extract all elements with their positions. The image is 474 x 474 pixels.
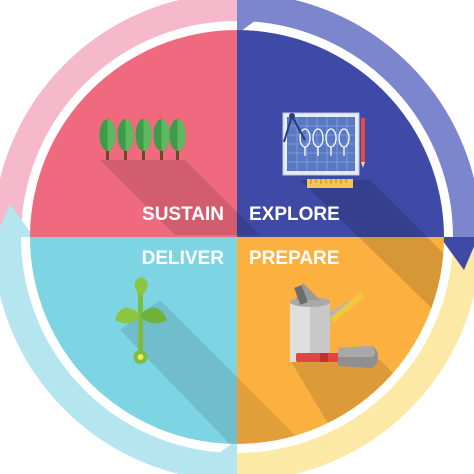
label-explore: EXPLORE xyxy=(249,204,340,225)
ring-arc-bottom-right xyxy=(236,236,474,474)
quadrants xyxy=(30,30,444,444)
ring-arrow-left xyxy=(0,204,34,237)
ring-arc-bottom-left xyxy=(0,236,238,474)
sustain-icon-shadow xyxy=(100,160,260,235)
label-deliver: DELIVER xyxy=(142,248,225,269)
ring-arrow-bottom xyxy=(204,440,237,474)
ring-arrow-right xyxy=(440,237,474,270)
ring-arc-top-left xyxy=(0,0,238,238)
ring-arrow-top xyxy=(237,0,270,34)
trees-icon xyxy=(99,119,186,160)
garden-tools-icon xyxy=(290,283,378,368)
blueprint-icon xyxy=(282,112,365,188)
deliver-icon-shadow xyxy=(120,300,300,444)
label-sustain: SUSTAIN xyxy=(142,204,224,225)
sprout-icon xyxy=(115,277,167,364)
explore-icon-shadow xyxy=(300,180,444,320)
label-prepare: PREPARE xyxy=(249,248,339,269)
ring-arc-top-right xyxy=(236,0,474,238)
